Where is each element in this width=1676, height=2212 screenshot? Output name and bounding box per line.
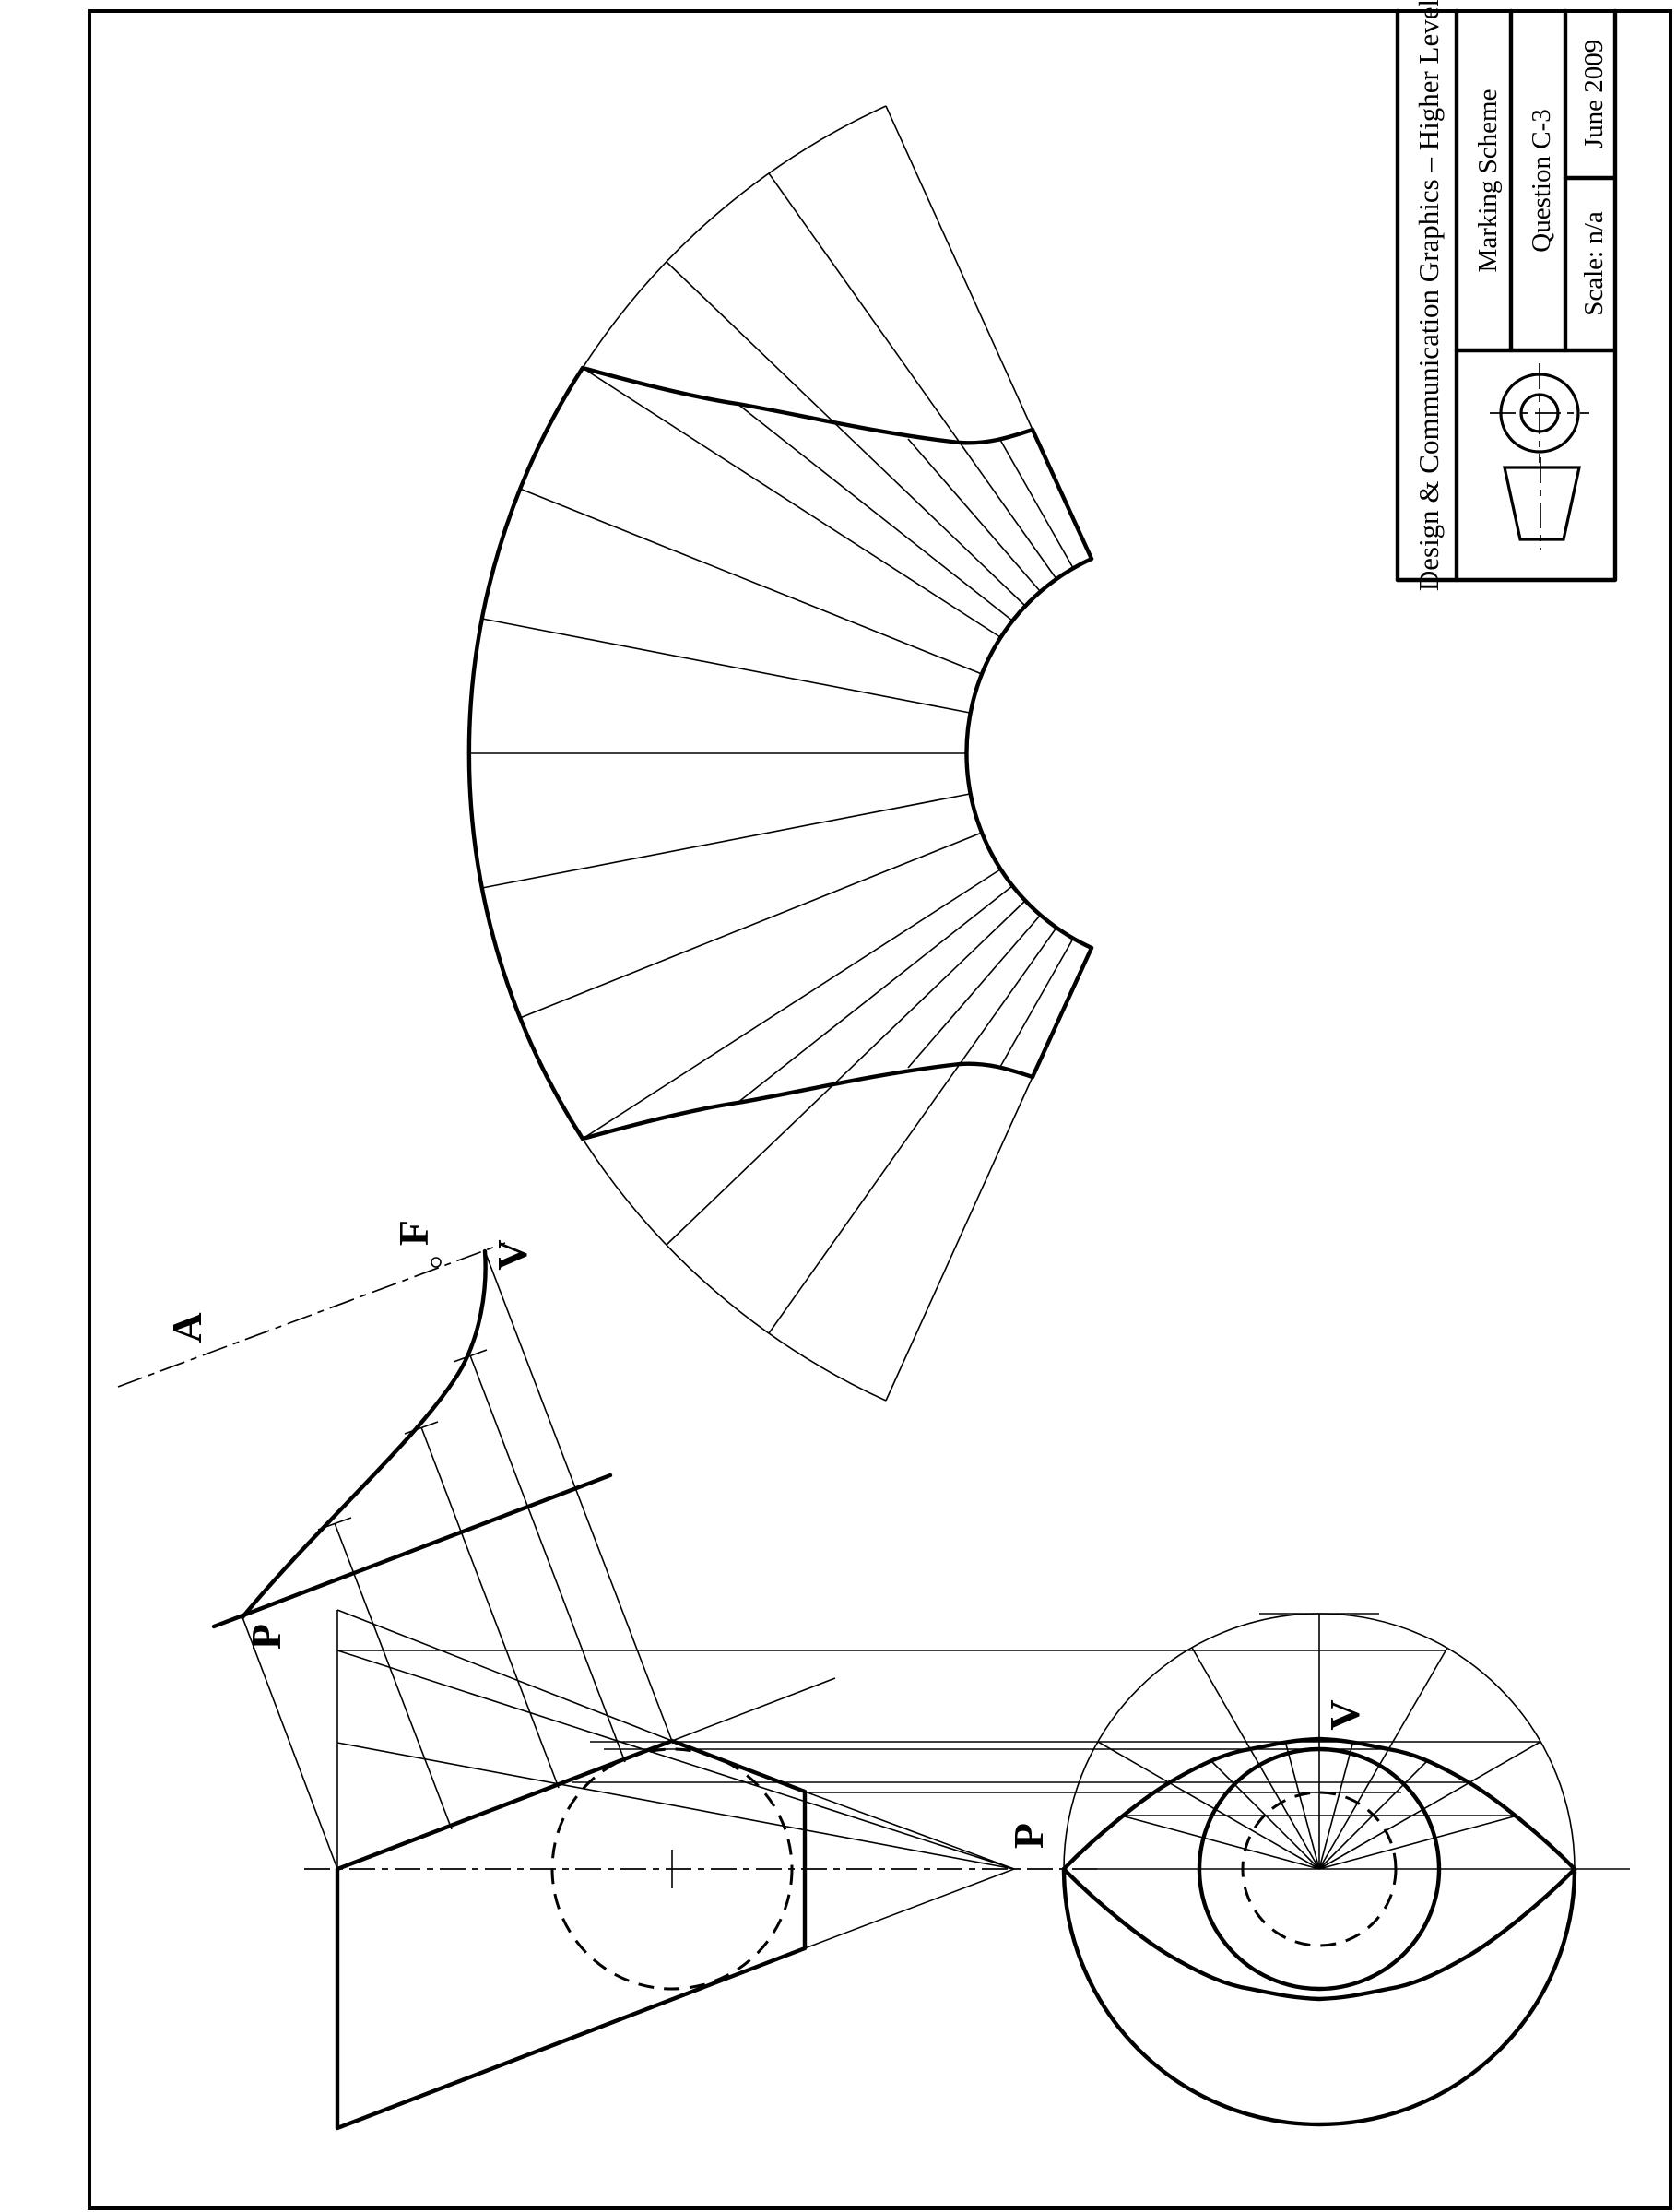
development-outline xyxy=(466,365,1094,1141)
dandelin-sphere-hidden-circle xyxy=(550,1747,794,1991)
aux-focus-label: F xyxy=(390,1220,437,1246)
focus-point-marker xyxy=(431,1257,442,1268)
aux-vertex-label: V xyxy=(489,1239,536,1270)
development-view xyxy=(466,105,1094,1402)
scale-note: Scale: n/a xyxy=(1579,211,1609,316)
projection-lines xyxy=(242,1250,1630,1870)
front-elevation-view xyxy=(304,1609,1097,2131)
auxiliary-true-shape-view: A F V P xyxy=(117,1220,613,1650)
cutting-plane-reference-line xyxy=(211,1473,613,1629)
title-block-grid xyxy=(1395,8,1618,583)
plan-section-curve xyxy=(1061,1736,1577,2002)
plan-construction-lines xyxy=(1063,1613,1576,1870)
aux-axis-label: A xyxy=(163,1312,210,1343)
exam-date: June 2009 xyxy=(1579,40,1609,148)
plan-plane-label: P xyxy=(1005,1823,1052,1849)
plan-vertex-label: V xyxy=(1321,1699,1368,1730)
document-type: Marking Scheme xyxy=(1473,89,1503,273)
title-block: Design & Communication Graphics – Higher… xyxy=(1395,0,1618,591)
frustum-elevation-icon xyxy=(1503,457,1581,550)
base-rim xyxy=(1061,1866,1577,2127)
elevation-construction-lines xyxy=(336,1609,1015,1949)
parabola-axis-line xyxy=(117,1242,506,1388)
sheet-border xyxy=(88,9,1672,2210)
top-face-hidden-circle xyxy=(1241,1791,1398,1947)
sphere-contact-circle xyxy=(1197,1746,1442,1992)
aux-plane-label: P xyxy=(242,1624,289,1650)
course-title: Design & Communication Graphics – Higher… xyxy=(1412,0,1445,591)
curve-tick-marks xyxy=(317,1349,488,1531)
development-construction-lines xyxy=(469,105,1074,1402)
plan-view: V P xyxy=(1005,1613,1577,2127)
frustum-plan-icon xyxy=(1490,363,1589,463)
parabola-curve xyxy=(240,1248,488,1620)
question-number: Question C-3 xyxy=(1527,109,1556,252)
elevation-outline xyxy=(335,1738,808,2131)
